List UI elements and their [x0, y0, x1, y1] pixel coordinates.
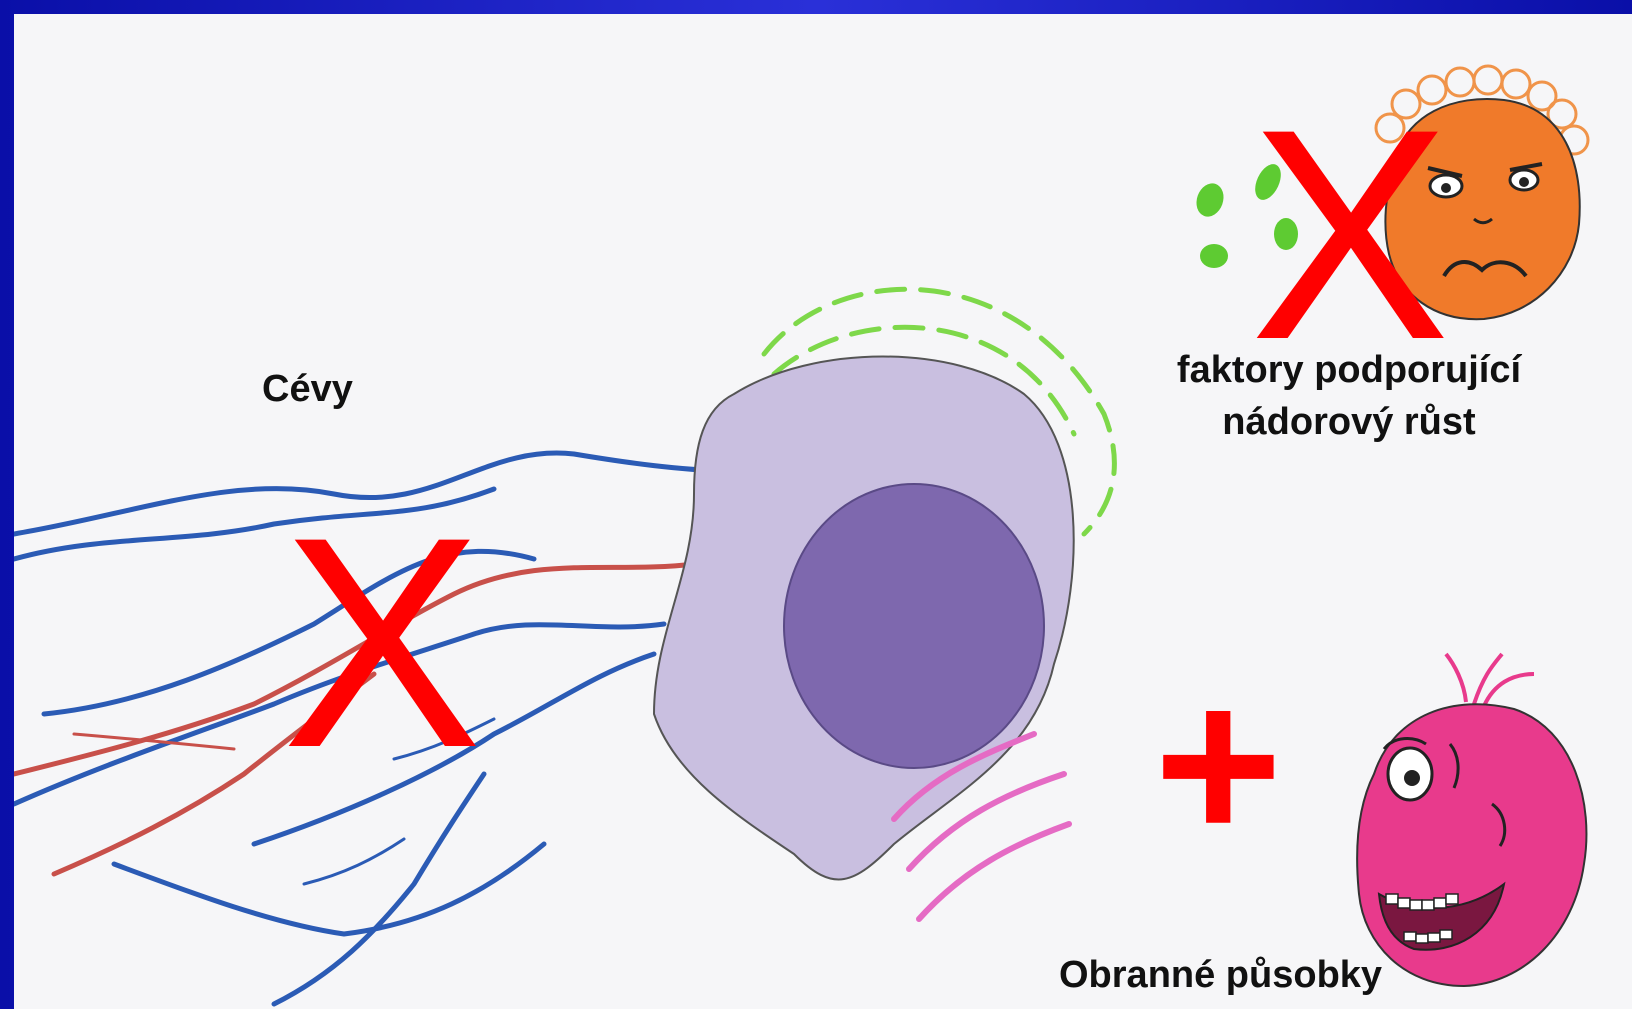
growth-factors-label-line2: nádorový růst [1114, 396, 1584, 448]
growth-factors-label: faktory podporující nádorový růst [1114, 344, 1584, 448]
growth-factors-label-line1: faktory podporující [1114, 344, 1584, 396]
cell-nucleus [784, 484, 1044, 768]
block-vessels-mark: X [282, 492, 482, 792]
immune-cell-face [1357, 654, 1586, 986]
support-immune-mark: + [1154, 654, 1282, 874]
vessels-label: Cévy [262, 368, 353, 411]
drawing-paper: X X + Cévy faktory podporující nádorový … [14, 14, 1632, 1009]
vein-bottom [114, 844, 544, 934]
block-growth-factors-mark: X [1250, 84, 1450, 384]
immune-cells-label: Obranné působky [1059, 954, 1382, 997]
vein-capillary-2 [304, 839, 404, 884]
